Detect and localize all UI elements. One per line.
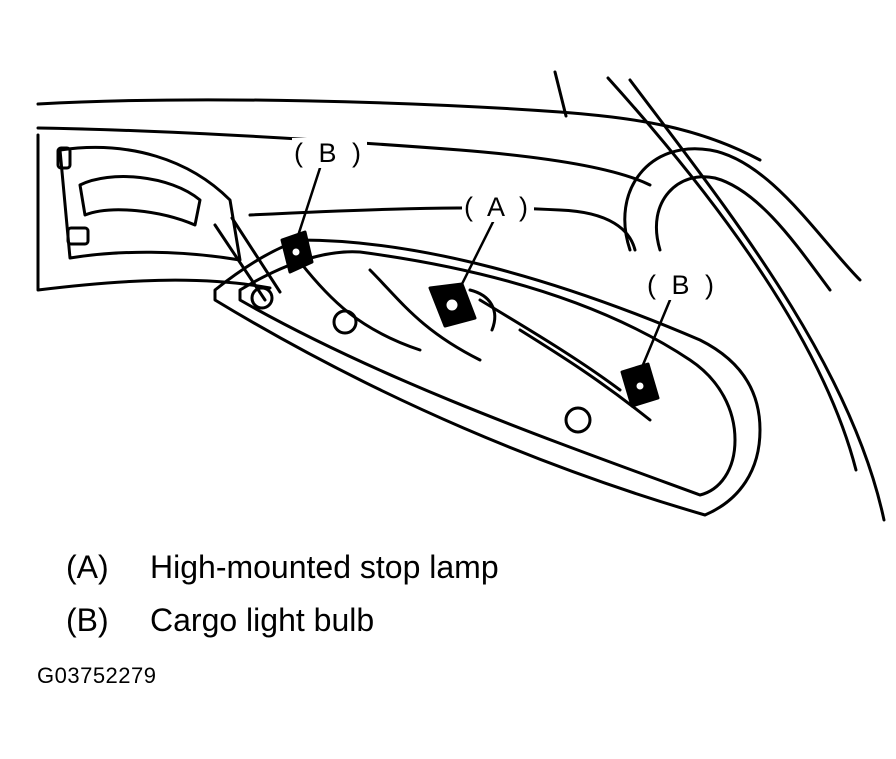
legend-key-b: (B) xyxy=(66,602,109,638)
socket-a-bracket xyxy=(468,288,497,332)
side-switch xyxy=(66,226,90,246)
mount-boss-right xyxy=(564,406,592,434)
side-vent xyxy=(56,146,72,170)
side-handle xyxy=(78,175,202,227)
callout-a: ( A ) xyxy=(462,192,535,222)
housing-rib-3 xyxy=(478,298,622,392)
pillar-loop-inner xyxy=(654,175,832,292)
lamp-housing-inner xyxy=(238,250,737,497)
callout-b-left: ( B ) xyxy=(292,138,367,168)
leader-a xyxy=(456,218,496,294)
lamp-housing-outer xyxy=(213,238,762,517)
rear-pillar-line-2 xyxy=(628,78,886,522)
socket-b-left xyxy=(280,230,314,274)
housing-rib-2 xyxy=(368,268,482,362)
side-panel xyxy=(36,133,272,292)
legend-text-b: Cargo light bulb xyxy=(150,602,375,638)
figure-id: G03752279 xyxy=(37,663,157,688)
rear-pillar-line-1 xyxy=(606,76,858,472)
legend-text-a: High-mounted stop lamp xyxy=(150,549,499,585)
socket-b-right xyxy=(620,362,660,408)
leader-b-left xyxy=(294,166,322,244)
legend-row-a: (A) High-mounted stop lamp xyxy=(66,548,499,586)
gas-strut xyxy=(213,216,282,302)
mount-boss-left xyxy=(332,309,358,335)
pillar-loop-outer xyxy=(623,147,862,282)
strut-mount xyxy=(250,286,274,310)
callout-b-right: ( B ) xyxy=(645,270,720,300)
legend-key-a: (A) xyxy=(66,549,109,585)
socket-a-center xyxy=(428,282,477,328)
roof-outline-lower xyxy=(36,126,652,187)
leader-b-right xyxy=(638,298,672,374)
lamp-assembly-illustration xyxy=(36,70,886,522)
legend-row-b: (B) Cargo light bulb xyxy=(66,601,374,639)
roof-outline-upper xyxy=(36,98,762,162)
housing-rib-1 xyxy=(298,260,422,352)
roof-pillar xyxy=(553,70,568,118)
